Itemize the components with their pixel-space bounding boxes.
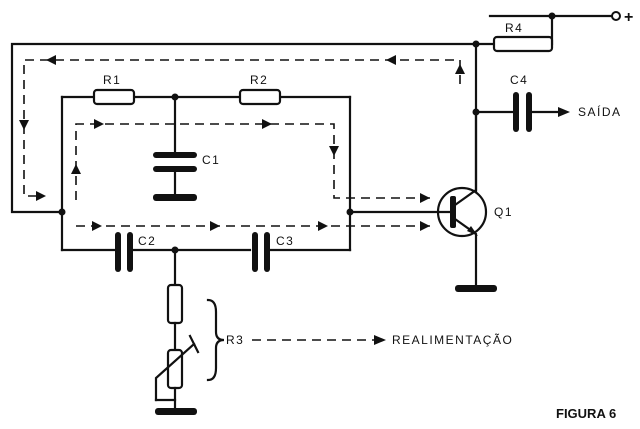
brace <box>206 298 225 382</box>
junction-dot <box>548 12 556 20</box>
c2-label: C2 <box>138 234 156 248</box>
outer-feedback-wire <box>10 42 478 214</box>
transistor-q1: Q1 <box>348 110 513 292</box>
output-arrow <box>558 107 570 117</box>
resistor-r1: R1 <box>92 73 136 106</box>
supply-terminal <box>611 11 621 21</box>
r3-label: R3 <box>226 333 244 347</box>
junction-dot <box>472 40 480 48</box>
q1-label: Q1 <box>494 205 513 219</box>
r1-label: R1 <box>103 73 121 87</box>
feedback-legend: REALIMENTAÇÃO <box>252 333 513 347</box>
resistor-r4: R4 <box>492 21 554 53</box>
figure-caption: FIGURA 6 <box>556 406 616 421</box>
inner-network <box>58 93 354 254</box>
capacitor-c2: C2 <box>115 232 156 272</box>
junction-dot <box>58 208 66 216</box>
supply-label: + <box>624 9 633 26</box>
r2-label: R2 <box>250 73 268 87</box>
capacitor-c1: C1 <box>153 95 220 201</box>
r4-label: R4 <box>505 21 523 35</box>
c1-label: C1 <box>202 153 220 167</box>
feedback-label: REALIMENTAÇÃO <box>392 333 513 347</box>
resistor-r2: R2 <box>238 73 282 106</box>
capacitor-c4: C4 SAÍDA <box>472 73 622 132</box>
capacitor-c3: C3 <box>252 232 294 272</box>
feedback-flow-paths <box>19 55 465 231</box>
output-label: SAÍDA <box>578 104 622 119</box>
c3-label: C3 <box>276 234 294 248</box>
resistor-r3: R3 <box>154 248 244 415</box>
c4-label: C4 <box>510 73 528 87</box>
